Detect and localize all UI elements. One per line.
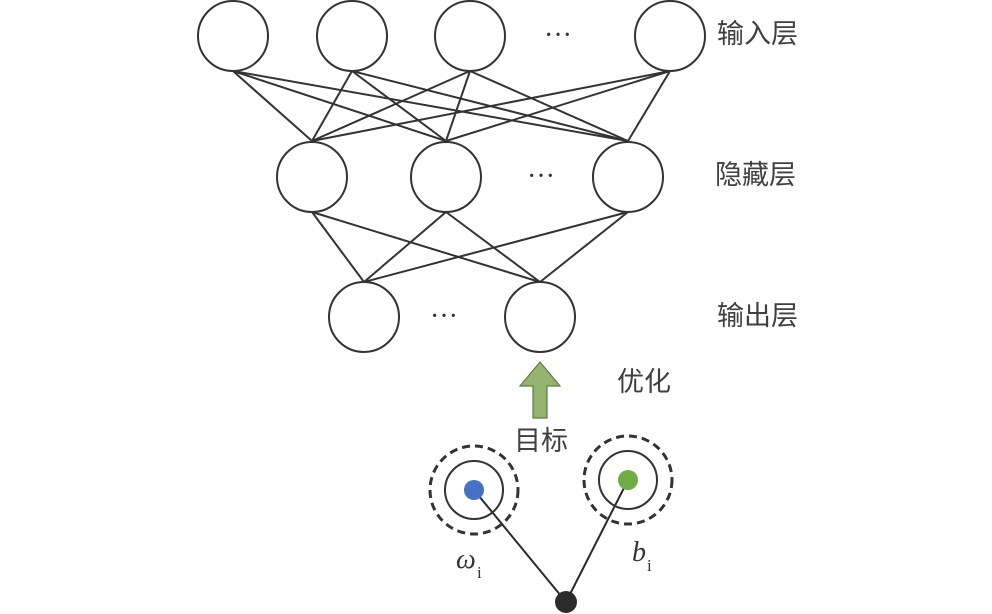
output-node [504,281,576,353]
weight-dot [464,480,484,500]
input-node [316,0,388,72]
edge [232,70,629,142]
hidden-output-edges [311,211,629,283]
hidden-layer-label: 隐藏层 [715,160,796,191]
output-node [328,281,400,353]
bias-dot [618,470,638,490]
input-node [634,0,706,72]
edge [445,70,671,142]
up-arrow-icon [518,361,562,419]
edge [311,70,353,142]
edge [363,211,629,283]
hidden-layer: ··· 隐藏层 [276,141,796,213]
weight-symbol: ω [456,544,476,575]
weight-link [473,489,567,603]
output-layer: ··· 输出层 [328,281,798,353]
edge [232,70,313,142]
input-layer-label: 输入层 [717,19,798,50]
edge [232,70,447,142]
edge [445,70,471,142]
hidden-ellipsis: ··· [527,161,555,192]
bias-symbol: b [632,537,646,568]
input-node [434,0,506,72]
input-layer: ··· 输入层 [197,0,798,72]
edge [311,211,365,283]
target-label: 目标 [514,426,568,457]
root-node [555,591,577,613]
optimize-label: 优化 [617,367,671,398]
hidden-node [410,141,482,213]
input-ellipsis: ··· [544,20,572,51]
input-node [197,0,269,72]
weight-subscript: i [477,563,482,582]
edge [311,211,541,283]
weight-search-range [428,444,520,536]
edge [351,70,447,142]
hidden-node [276,141,348,213]
edge [539,211,629,283]
bias-target [582,434,674,526]
edge [627,70,671,142]
bias-ring [598,450,658,510]
weight-target [428,444,520,536]
edge [311,70,671,142]
output-ellipsis: ··· [430,301,458,332]
input-hidden-edges [232,70,671,142]
bias-link [565,479,629,603]
edge [469,70,629,142]
bias-search-range [582,434,674,526]
weight-ring [444,460,504,520]
edge [311,70,471,142]
output-layer-label: 输出层 [717,301,798,332]
edge [363,211,447,283]
bias-subscript: i [647,556,652,575]
hidden-node [592,141,664,213]
